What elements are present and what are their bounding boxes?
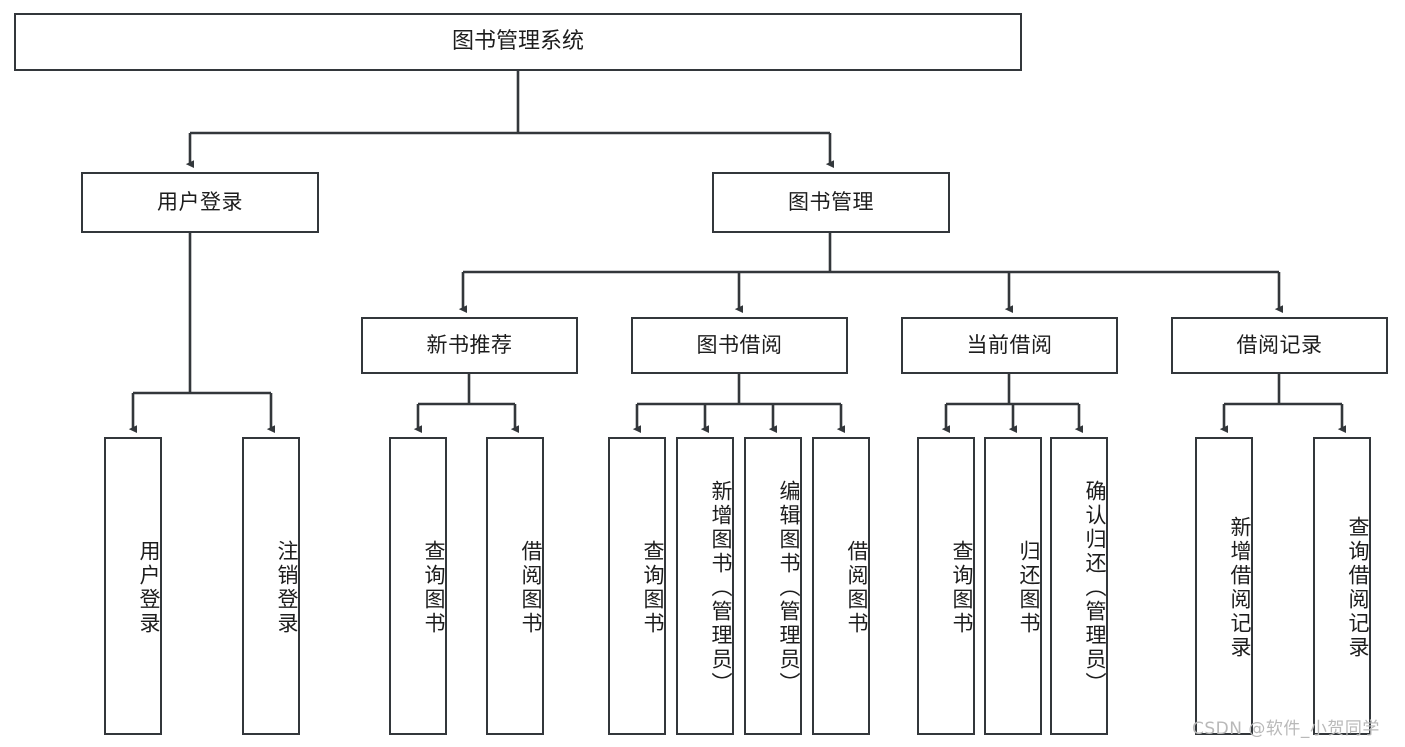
leaf-user-login-logout[interactable]: 注销登录 (242, 437, 300, 735)
leaf-current-borrow-return-book[interactable]: 归还图书 (984, 437, 1042, 735)
node-label: 图书管理 (788, 190, 874, 215)
node-label: 归还图书 (1017, 540, 1041, 636)
node-borrow-record[interactable]: 借阅记录 (1171, 317, 1388, 374)
node-label: 注销登录 (275, 540, 299, 636)
node-label: 借阅记录 (1236, 333, 1323, 358)
node-label: 新增图书（管理员） (709, 480, 733, 696)
leaf-book-borrow-add-book[interactable]: 新增图书（管理员） (676, 437, 734, 735)
leaf-user-login-login[interactable]: 用户登录 (104, 437, 162, 735)
node-root-system[interactable]: 图书管理系统 (14, 13, 1022, 71)
node-label: 用户登录 (157, 190, 243, 215)
leaf-borrow-record-query-record[interactable]: 查询借阅记录 (1313, 437, 1371, 735)
node-new-book-recommend[interactable]: 新书推荐 (361, 317, 578, 374)
leaf-book-borrow-borrow-book[interactable]: 借阅图书 (812, 437, 870, 735)
node-book-borrow[interactable]: 图书借阅 (631, 317, 848, 374)
leaf-new-book-borrow-book[interactable]: 借阅图书 (486, 437, 544, 735)
leaf-book-borrow-edit-book[interactable]: 编辑图书（管理员） (744, 437, 802, 735)
node-label: 新增借阅记录 (1228, 516, 1252, 660)
node-book-management[interactable]: 图书管理 (712, 172, 950, 233)
node-label: 图书管理系统 (451, 29, 584, 55)
node-label: 查询图书 (422, 540, 446, 636)
node-label: 确认归还（管理员） (1083, 480, 1107, 696)
leaf-new-book-query-book[interactable]: 查询图书 (389, 437, 447, 735)
node-label: 编辑图书（管理员） (777, 480, 801, 696)
node-user-login[interactable]: 用户登录 (81, 172, 319, 233)
node-label: 借阅图书 (519, 540, 543, 636)
csdn-watermark: CSDN @软件_小贺同学 (1192, 719, 1380, 739)
node-label: 图书借阅 (696, 333, 783, 358)
node-current-borrow[interactable]: 当前借阅 (901, 317, 1118, 374)
node-label: 查询图书 (641, 540, 665, 636)
node-label: 新书推荐 (426, 333, 513, 358)
node-label: 借阅图书 (845, 540, 869, 636)
leaf-borrow-record-add-record[interactable]: 新增借阅记录 (1195, 437, 1253, 735)
leaf-book-borrow-query-book[interactable]: 查询图书 (608, 437, 666, 735)
node-label: 用户登录 (137, 540, 161, 636)
node-label: 当前借阅 (966, 333, 1053, 358)
node-label: 查询借阅记录 (1346, 516, 1370, 660)
leaf-current-borrow-query-book[interactable]: 查询图书 (917, 437, 975, 735)
leaf-current-borrow-confirm-return[interactable]: 确认归还（管理员） (1050, 437, 1108, 735)
node-label: 查询图书 (950, 540, 974, 636)
